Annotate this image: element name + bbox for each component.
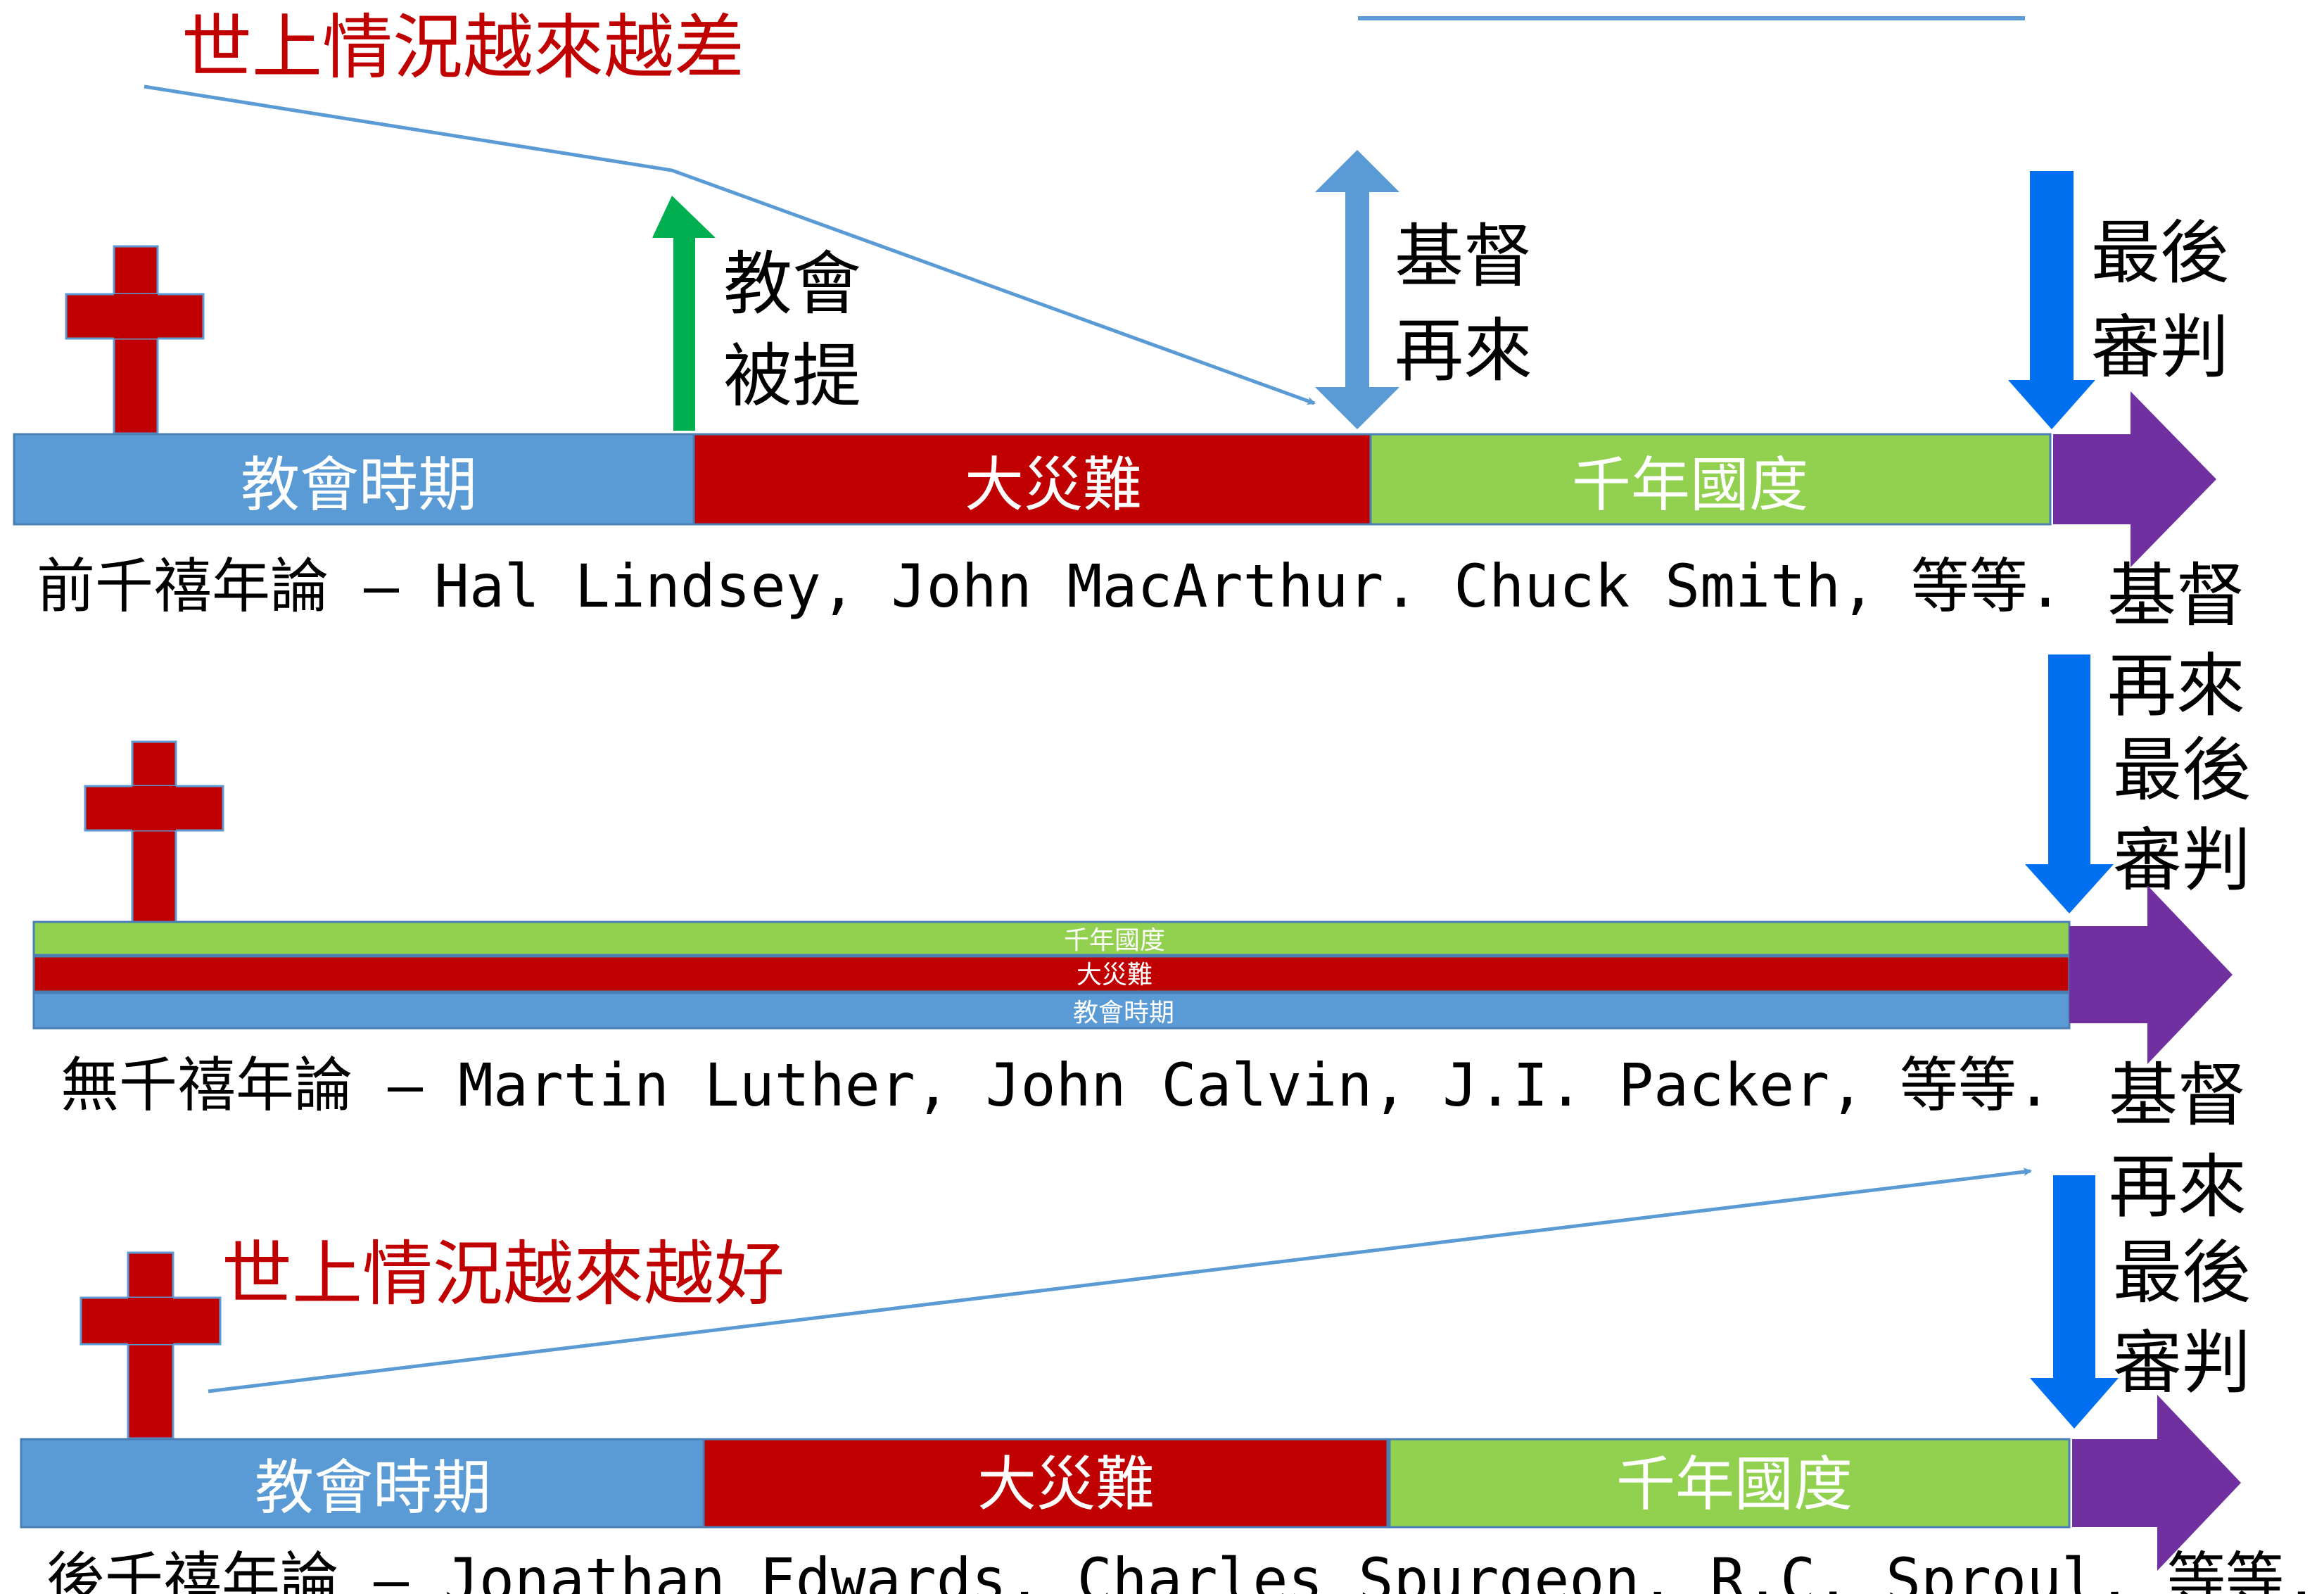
second-coming-label-line2: 再來 [1395,311,1532,391]
eternity-arrow-icon [2053,391,2216,567]
premillennial-panel: 世上情況越來越差 教會 被提 基督 再來 最後 審判 教會時期 大災難 千年國度… [13,6,2229,621]
amil-segment-church-age-label: 教會時期 [1073,999,1174,1027]
cross-icon [84,740,224,930]
amil-second-coming-label-line2: 再來 [2107,646,2245,726]
amil-segment-church-age [32,992,2071,1030]
cross-icon [65,245,205,435]
post-segment-church-age [20,1438,705,1529]
segment-millennium [1369,433,2052,526]
post-segment-tribulation-label: 大災難 [977,1450,1155,1519]
post-segment-millennium [1388,1438,2071,1529]
second-coming-label-line1: 基督 [1395,217,1532,297]
second-coming-double-arrow-icon [1315,150,1399,429]
post-second-coming-label-line2: 再來 [2109,1147,2247,1227]
amil-final-judgment-label-line1: 最後 [2113,730,2251,811]
post-second-coming-label-line1: 基督 [2109,1056,2247,1136]
rapture-label-line1: 教會 [723,244,861,324]
postmillennial-panel: 基督 再來 最後 審判 世上情況越來越好 教會時期 大災難 千年國度 後千禧年論… [20,1056,2319,1594]
segment-church-age-label: 教會時期 [241,450,477,519]
amil-final-judgment-label-line2: 審判 [2113,821,2251,901]
post-final-judgment-label-line2: 審判 [2113,1323,2251,1403]
amil-final-judgment-arrow-icon [2025,654,2114,913]
final-judgment-arrow-icon [2008,171,2095,429]
post-eternity-arrow-icon [2072,1395,2241,1571]
postmillennial-caption: 後千禧年論 – Jonathan Edwards, Charles Spurge… [46,1545,2319,1594]
amillennial-caption: 無千禧年論 – Martin Luther, John Calvin, J.I.… [61,1051,2052,1120]
segment-tribulation-label: 大災難 [965,450,1142,519]
segment-millennium-label: 千年國度 [1572,450,1808,519]
post-final-judgment-label-line1: 最後 [2113,1233,2251,1313]
rapture-arrow-icon [652,196,716,431]
final-judgment-label-line2: 審判 [2091,308,2229,388]
amil-eternity-arrow-icon [2069,885,2233,1064]
final-judgment-label-line1: 最後 [2091,213,2229,293]
post-segment-tribulation [702,1438,1389,1529]
amil-segment-tribulation [32,955,2071,993]
amil-segment-millennium [32,921,2071,956]
segment-church-age [13,433,695,526]
worsening-trend-line [144,84,1316,405]
amillennial-panel: 基督 再來 最後 審判 千年國度 大災難 教會時期 無千禧年論 – Martin… [32,556,2251,1120]
segment-tribulation [692,433,1372,526]
amil-segment-tribulation-label: 大災難 [1077,961,1153,989]
post-segment-church-age-label: 教會時期 [255,1453,491,1522]
post-segment-millennium-label: 千年國度 [1616,1450,1853,1519]
amil-segment-millennium-label: 千年國度 [1064,926,1165,955]
post-final-judgment-arrow-icon [2030,1175,2119,1429]
rapture-label-line2: 被提 [723,336,861,417]
amil-second-coming-label-line1: 基督 [2107,556,2245,636]
cross-icon [80,1251,222,1440]
premillennial-caption: 前千禧年論 – Hal Lindsey, John MacArthur. Chu… [37,552,2063,621]
improving-trend-label: 世上情況越來越好 [222,1233,785,1315]
improving-trend-line [208,1168,2032,1393]
worsening-trend-label: 世上情況越來越差 [182,6,744,89]
